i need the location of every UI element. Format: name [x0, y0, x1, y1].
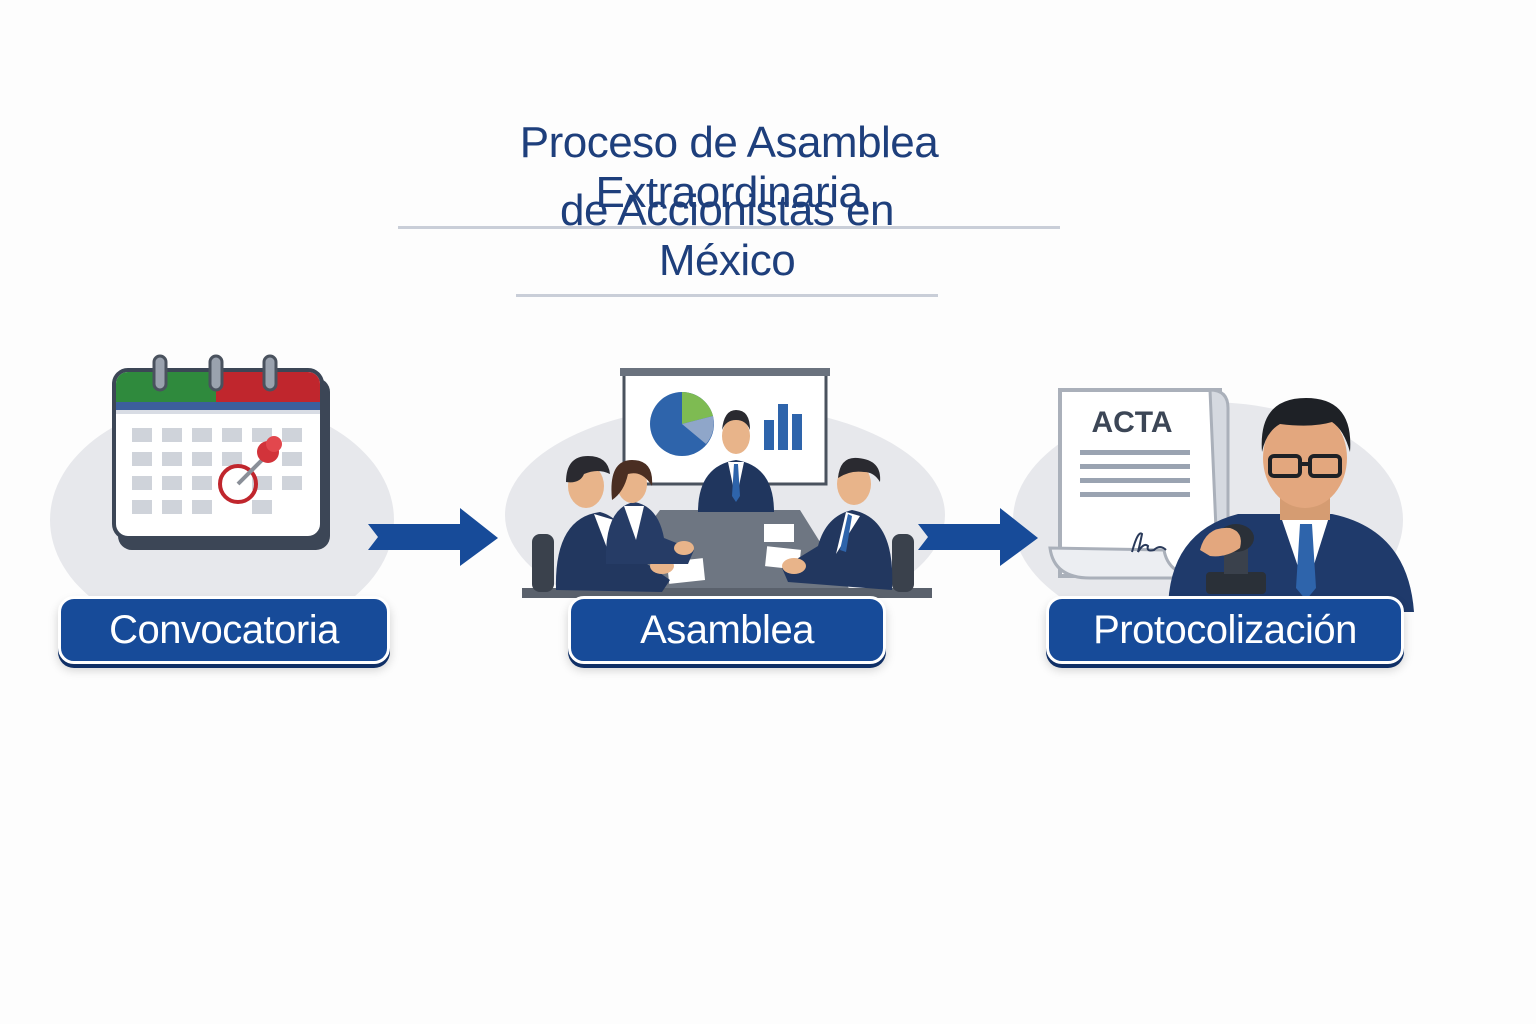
title-line-2-wrap: de Accionistas en México — [516, 186, 938, 297]
meeting-icon — [522, 368, 932, 598]
notary-icon: ACTA — [1048, 388, 1414, 612]
step-asamblea: Asamblea — [568, 596, 886, 664]
calendar-icon — [112, 354, 330, 550]
step-convocatoria: Convocatoria — [58, 596, 390, 664]
page-title: Proceso de Asamblea Extraordinaria — [398, 118, 1060, 229]
arrow-2-icon — [918, 508, 1038, 566]
document-heading: ACTA — [1091, 406, 1172, 439]
arrow-1-icon — [368, 508, 498, 566]
title-line-1-wrap: Proceso de Asamblea Extraordinaria — [398, 118, 1060, 229]
page-subtitle: de Accionistas en México — [516, 186, 938, 297]
step-protocolizacion: Protocolización — [1046, 596, 1404, 664]
